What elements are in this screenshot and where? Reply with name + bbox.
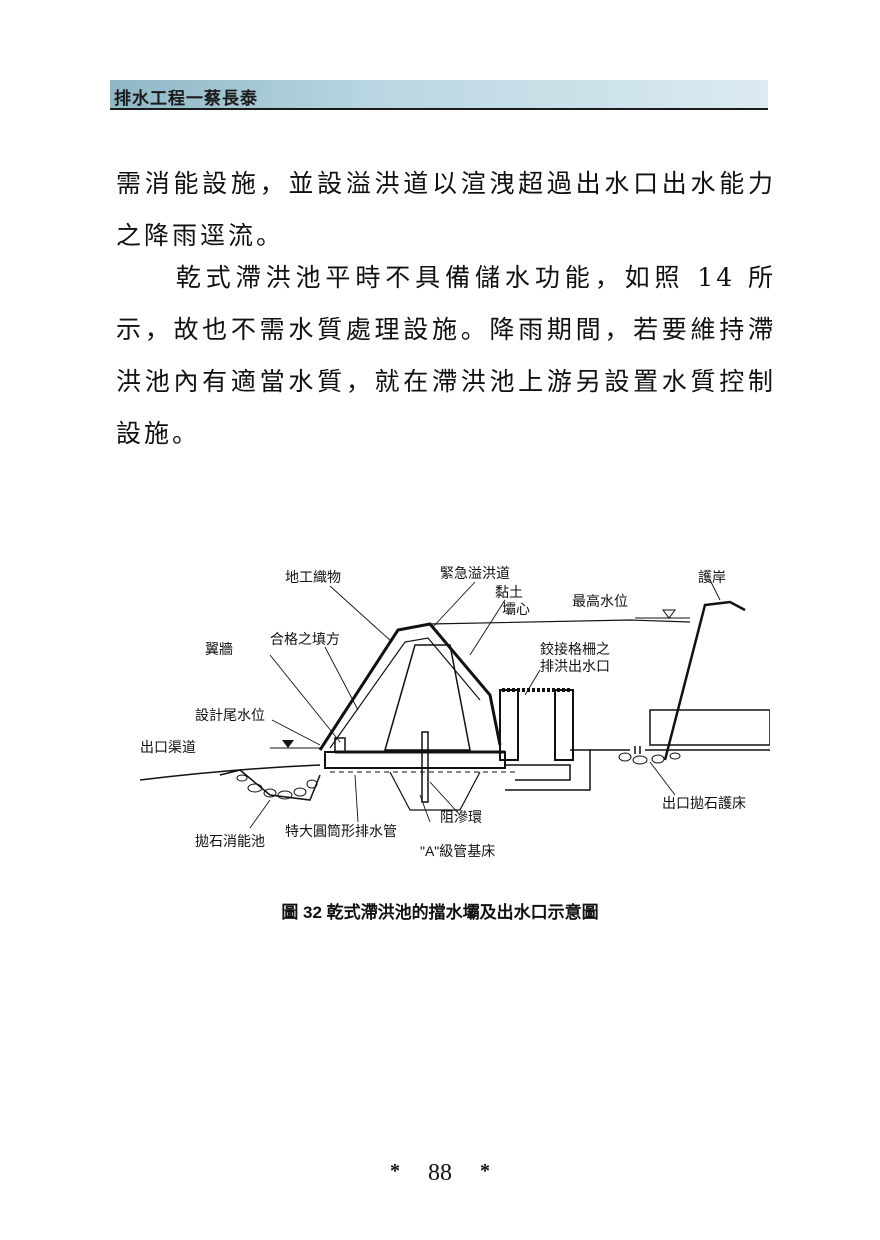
riser-left [499, 689, 519, 761]
label-qualified-fill: 合格之填方 [270, 631, 340, 647]
max-water-symbol [662, 609, 676, 619]
footer-star-left: * [390, 1160, 400, 1182]
label-seepage-collar: 阻滲環 [440, 809, 482, 825]
outlet-riprap [618, 752, 681, 765]
seepage-collar [421, 731, 429, 803]
clay-core [384, 644, 471, 751]
label-geotextile: 地工織物 [285, 569, 341, 585]
page-footer: * 88 * [0, 1160, 880, 1187]
label-max-water-level: 最高水位 [572, 593, 628, 609]
riprap-stones [236, 774, 318, 800]
label-outlet-channel: 出口渠道 [140, 739, 196, 755]
label-large-pipe: 特大圓筒形排水管 [285, 823, 397, 839]
label-riser-1: 鉸接格柵之 [540, 641, 610, 657]
label-design-tailwater: 設計尾水位 [195, 707, 265, 723]
label-embankment: 護岸 [698, 569, 726, 585]
running-header: 排水工程一蔡長泰 [110, 80, 768, 110]
outlet-culvert [649, 709, 770, 746]
outlet-channel-line [139, 764, 321, 781]
right-embankment [663, 600, 746, 761]
diagram-svg: 地工織物 緊急溢洪道 黏土 壩心 護岸 最高水位 翼牆 合格之填方 鉸接格柵之 … [139, 565, 770, 859]
wing-wall [334, 737, 346, 753]
running-header-title: 排水工程一蔡長泰 [114, 89, 258, 109]
dam-outlet-diagram: 地工織物 緊急溢洪道 黏土 壩心 護岸 最高水位 翼牆 合格之填方 鉸接格柵之 … [130, 560, 770, 870]
body-paragraph-1: 需消能設施，並設溢洪道以渲洩超過出水口出水能力之降雨逕流。 [116, 169, 776, 250]
leader-lines [249, 579, 721, 829]
label-class-a-bedding: "A"級管基床 [420, 843, 495, 859]
spillway-crest [429, 619, 691, 625]
label-outlet-riprap-bed: 出口拋石護床 [662, 795, 746, 811]
label-wing-wall: 翼牆 [205, 641, 233, 657]
geotextile-line [318, 622, 502, 751]
label-emergency-spillway: 緊急溢洪道 [440, 565, 510, 581]
page-number: 88 [428, 1160, 452, 1186]
label-clay-2: 壩心 [502, 601, 530, 617]
riprap-basin-outline [219, 769, 321, 801]
large-pipe [324, 751, 506, 769]
tailwater-symbol [282, 740, 294, 748]
body-paragraph-2: 乾式滯洪池平時不具備儲水功能，如照 14 所示，故也不需水質處理設施。降雨期間，… [116, 263, 776, 448]
bedding-block [389, 771, 481, 811]
label-riprap-basin: 拋石消能池 [195, 833, 265, 849]
label-riser-2: 排洪出水口 [540, 658, 610, 674]
figure-caption: 圖 32 乾式滯洪池的擋水壩及出水口示意圖 [281, 903, 599, 922]
footer-star-right: * [480, 1160, 490, 1182]
label-clay-1: 黏土 [495, 584, 523, 600]
